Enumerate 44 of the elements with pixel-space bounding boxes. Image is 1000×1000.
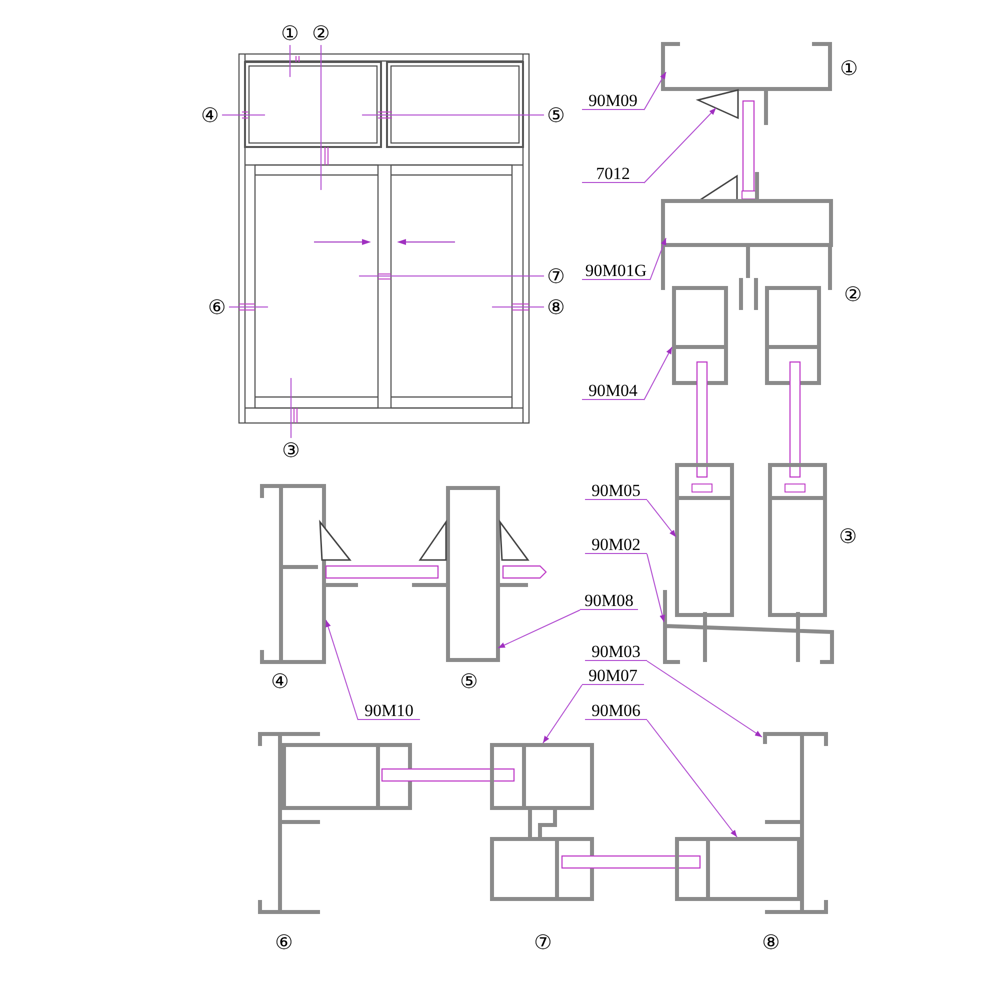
callout-number: ⑧ [544, 295, 568, 319]
callout-number: ② [309, 21, 333, 45]
leader-line [228, 306, 268, 308]
section-number: ① [840, 58, 858, 78]
section-number: ③ [839, 526, 857, 546]
leader-line [498, 610, 580, 648]
callout-number: ⑤ [544, 103, 568, 127]
leader-line [492, 306, 544, 308]
leader-line [646, 554, 666, 622]
leader-line [644, 72, 666, 110]
section-number: ⑤ [460, 671, 478, 691]
part-code: 90M03 [585, 641, 647, 661]
section-number: ② [844, 284, 862, 304]
leader-line [644, 108, 716, 184]
leader-line [542, 684, 582, 744]
leader-line [646, 720, 738, 838]
leader-line [222, 114, 266, 116]
part-code: 90M06 [585, 700, 647, 720]
part-code: 90M07 [582, 665, 644, 685]
section-number: ⑦ [534, 932, 552, 952]
leader-line [650, 238, 666, 280]
section-number: ⑥ [275, 932, 293, 952]
callout-number: ⑥ [205, 295, 229, 319]
section-number: ⑧ [762, 932, 780, 952]
callout-number: ⑦ [544, 264, 568, 288]
part-code: 90M09 [582, 90, 644, 110]
leader-line [362, 114, 544, 116]
callout-number: ① [278, 21, 302, 45]
leader-line [646, 500, 676, 538]
leader-line [646, 660, 762, 738]
leader-line [325, 620, 358, 720]
part-code: 90M02 [585, 534, 647, 554]
part-code: 90M05 [585, 480, 647, 500]
leader-line [644, 346, 672, 400]
part-code: 7012 [582, 163, 644, 183]
part-code: 90M10 [358, 700, 420, 720]
section-number: ④ [271, 671, 289, 691]
leader-line [320, 44, 322, 190]
part-code: 90M08 [580, 590, 638, 610]
leader-line [290, 378, 292, 438]
callout-number: ④ [198, 103, 222, 127]
callout-number: ③ [279, 438, 303, 462]
part-code: 90M01G [582, 260, 650, 280]
part-code: 90M04 [582, 380, 644, 400]
